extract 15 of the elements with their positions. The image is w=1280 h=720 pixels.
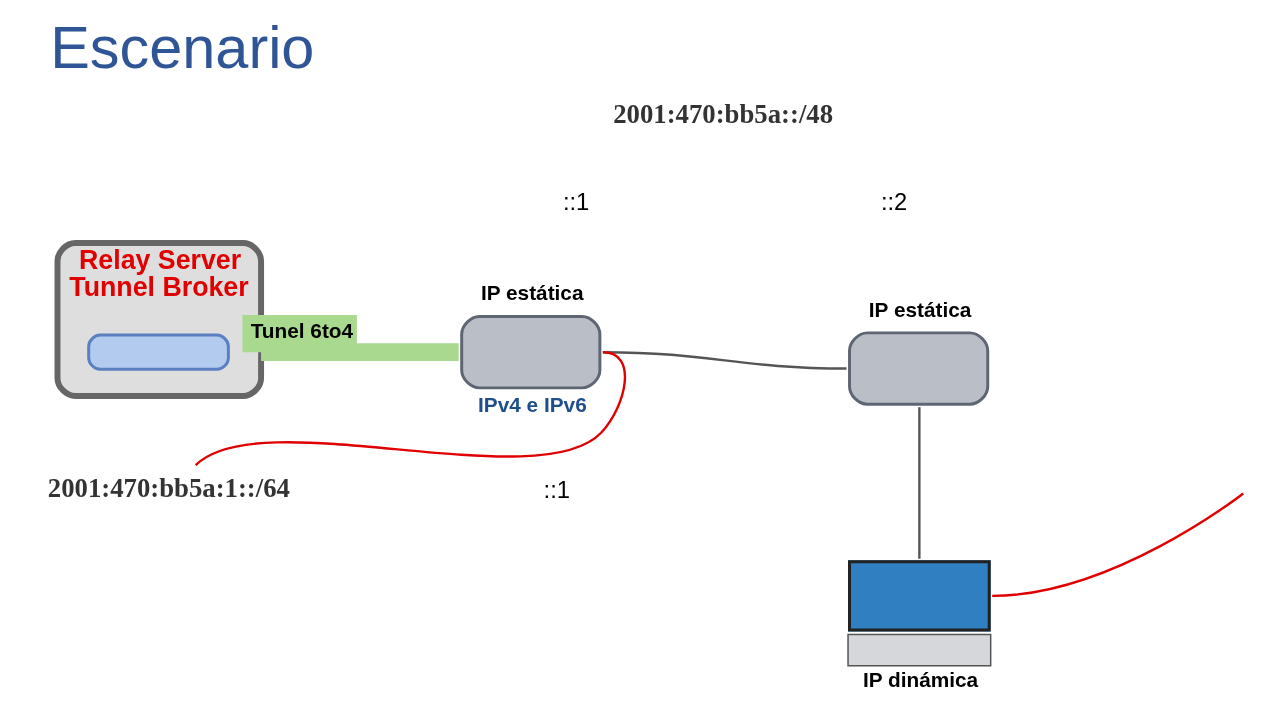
label: 2001:470:bb5a::/48: [613, 99, 834, 130]
node-box: [87, 333, 230, 371]
connector: [992, 492, 1244, 598]
node-label: IPv4 e IPv6: [478, 392, 587, 416]
node-text: 2001:470:bb5a:1::/64: [47, 472, 290, 503]
label: ::1: [562, 187, 590, 215]
connector: [195, 351, 626, 467]
label: ::1: [543, 475, 570, 503]
connector: [261, 343, 459, 362]
diagram-title: Escenario: [50, 13, 315, 81]
connector: [918, 407, 921, 559]
node-label: IP estática: [481, 281, 584, 305]
label: ::2: [880, 187, 908, 215]
node-label: IP estática: [868, 297, 972, 321]
node-label: IP dinámica: [862, 667, 979, 691]
